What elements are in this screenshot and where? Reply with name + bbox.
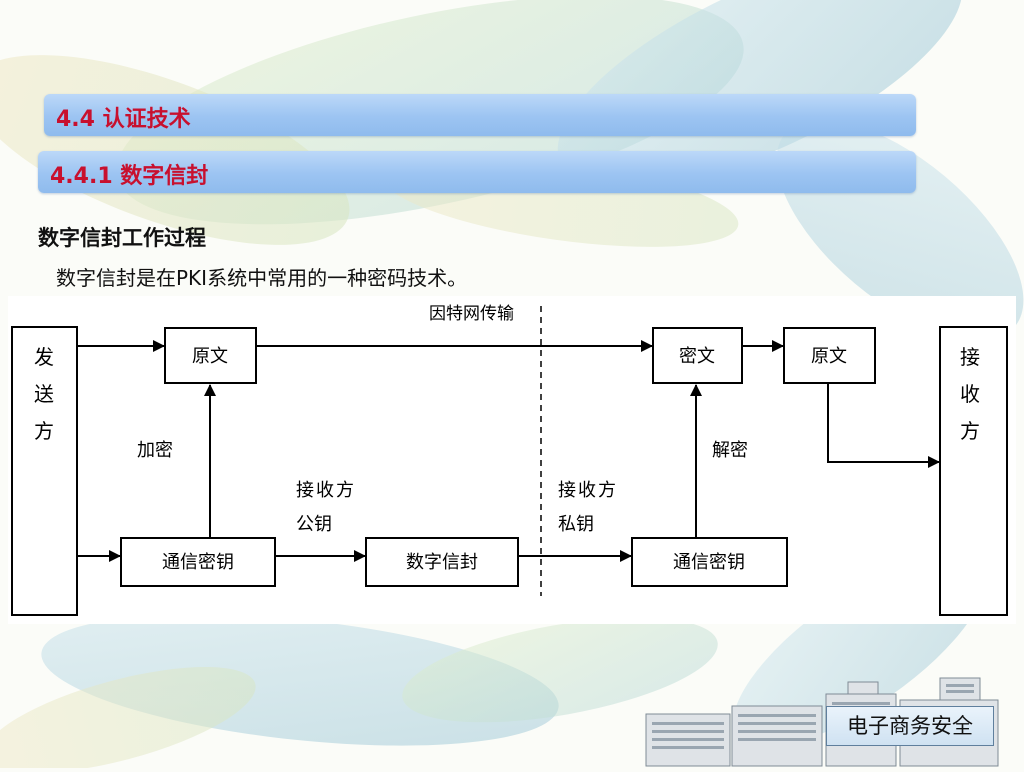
subsection-title-bar: 4.4.1 数字信封 xyxy=(38,151,916,193)
plaintext-right-box xyxy=(783,327,876,384)
comm-key-left-label: 通信密钥 xyxy=(162,552,234,573)
comm-key-left-box xyxy=(120,537,276,587)
section-title-bar: 4.4 认证技术 xyxy=(44,94,916,136)
sender-box xyxy=(11,326,78,616)
section-title: 4.4 认证技术 xyxy=(56,107,191,132)
plaintext-right-label: 原文 xyxy=(811,346,847,367)
sender-char-3: 方 xyxy=(34,419,54,443)
course-title-badge: 电子商务安全 xyxy=(826,706,994,746)
private-key-label-line1: 接收方 xyxy=(558,480,618,501)
comm-key-right-box xyxy=(631,537,788,587)
content-description: 数字信封是在PKI系统中常用的一种密码技术。 xyxy=(56,266,468,290)
digital-envelope-box xyxy=(365,537,519,587)
private-key-label-line2: 私钥 xyxy=(558,514,594,535)
plaintext-left-box xyxy=(164,327,257,384)
decrypt-label: 解密 xyxy=(712,440,748,461)
public-key-label-line2: 公钥 xyxy=(296,514,332,535)
digital-envelope-label: 数字信封 xyxy=(406,552,478,573)
internet-label: 因特网传输 xyxy=(429,304,514,324)
arrow-plaintext-to-receiver xyxy=(827,383,940,468)
plaintext-left-label: 原文 xyxy=(192,346,228,367)
receiver-char-2: 收 xyxy=(960,382,980,406)
receiver-char-3: 方 xyxy=(960,419,980,443)
sender-char-2: 送 xyxy=(34,382,54,406)
digital-envelope-diagram: 发 送 方 接 收 方 原文 通信密钥 数字信封 密文 原文 通信密钥 因特网传… xyxy=(8,296,1016,624)
encrypt-label: 加密 xyxy=(137,440,173,461)
sender-char-1: 发 xyxy=(34,345,54,369)
comm-key-right-label: 通信密钥 xyxy=(673,552,745,573)
ciphertext-label: 密文 xyxy=(679,346,715,367)
ciphertext-box xyxy=(652,327,743,384)
receiver-box xyxy=(939,326,1008,616)
subsection-title: 4.4.1 数字信封 xyxy=(50,164,209,189)
public-key-label-line1: 接收方 xyxy=(296,480,356,501)
content-heading: 数字信封工作过程 xyxy=(38,226,206,250)
receiver-char-1: 接 xyxy=(960,345,980,369)
